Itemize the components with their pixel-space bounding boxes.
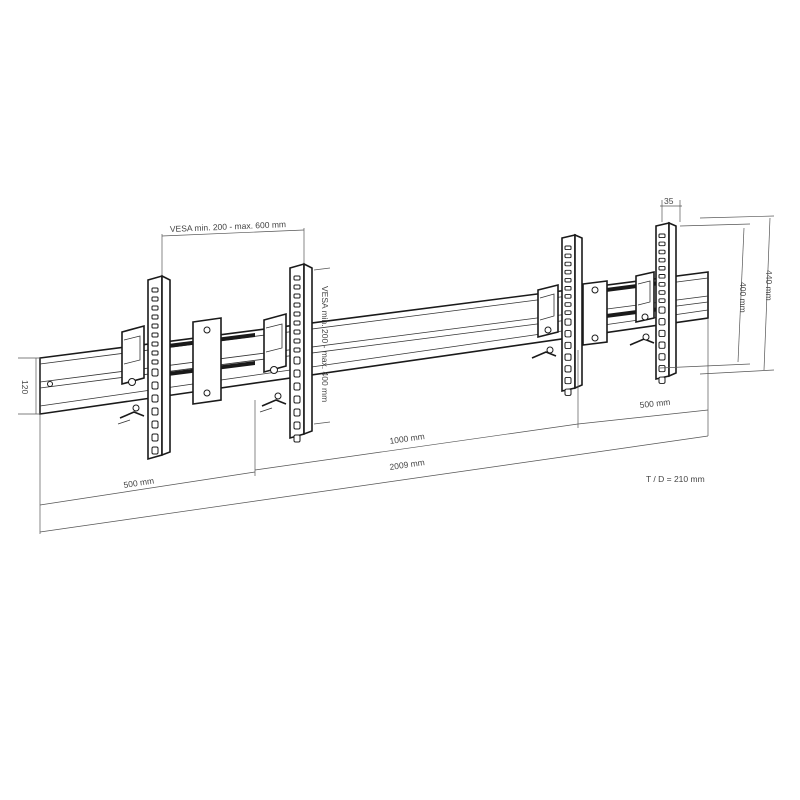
tilt-bracket-3	[531, 233, 583, 396]
dim-400-label: 400 mm	[738, 282, 748, 313]
depth-label: T / D = 210 mm	[646, 474, 705, 484]
dimension-lines	[18, 200, 775, 534]
wall-plate-left	[192, 317, 222, 405]
dim-440-label: 440 mm	[764, 270, 774, 301]
tilt-bracket-2	[259, 262, 313, 443]
dim-2009-label: 2009 mm	[389, 457, 426, 472]
vesa-vertical-label: VESA min. 200 - max. 400 mm	[320, 286, 330, 402]
dim-1000-label: 1000 mm	[389, 431, 426, 446]
wall-plate-right	[582, 280, 608, 346]
dim-500-right-label: 500 mm	[639, 397, 671, 410]
dim-35-label: 35	[664, 196, 674, 206]
dim-120-label: 120	[20, 380, 30, 394]
vesa-horizontal-label: VESA min. 200 - max. 600 mm	[170, 219, 287, 234]
dim-500-left-label: 500 mm	[123, 475, 155, 489]
tilt-bracket-1	[117, 274, 171, 461]
tilt-bracket-4	[629, 221, 677, 384]
